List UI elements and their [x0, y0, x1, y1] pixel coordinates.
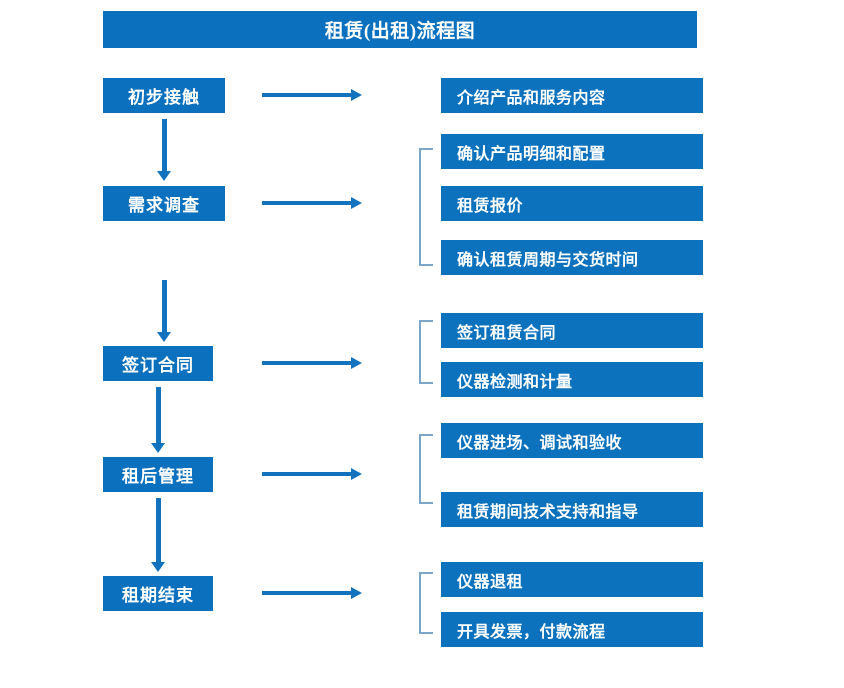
- stage-box-5[interactable]: 租期结束: [103, 576, 213, 611]
- detail-box-8[interactable]: 租赁期间技术支持和指导: [441, 492, 703, 527]
- detail-box-10[interactable]: 开具发票，付款流程: [441, 612, 703, 647]
- vertical-arrow-3-4: [151, 387, 165, 453]
- group-bracket-post-rental: [419, 434, 433, 504]
- diagram-title: 租赁(出租)流程图: [103, 11, 697, 48]
- detail-box-4[interactable]: 确认租赁周期与交货时间: [441, 240, 703, 275]
- detail-box-3[interactable]: 租赁报价: [441, 186, 703, 221]
- stage-box-3[interactable]: 签订合同: [103, 346, 213, 381]
- detail-box-6[interactable]: 仪器检测和计量: [441, 362, 703, 397]
- group-bracket-lease-end: [419, 572, 433, 634]
- vertical-arrow-4-5: [151, 498, 165, 572]
- detail-box-9[interactable]: 仪器退租: [441, 562, 703, 597]
- stage-box-1[interactable]: 初步接触: [103, 78, 225, 113]
- group-bracket-contract: [419, 320, 433, 384]
- stage-box-4[interactable]: 租后管理: [103, 457, 213, 492]
- horizontal-arrow-stage-2: [262, 197, 362, 209]
- horizontal-arrow-stage-5: [262, 587, 362, 599]
- vertical-arrow-2-3: [157, 280, 171, 342]
- stage-box-2[interactable]: 需求调查: [103, 186, 225, 221]
- detail-box-1[interactable]: 介绍产品和服务内容: [441, 78, 703, 113]
- horizontal-arrow-stage-4: [262, 468, 362, 480]
- vertical-arrow-1-2: [157, 119, 171, 181]
- detail-box-2[interactable]: 确认产品明细和配置: [441, 134, 703, 169]
- group-bracket-demand-survey: [419, 148, 433, 266]
- horizontal-arrow-stage-3: [262, 357, 362, 369]
- horizontal-arrow-stage-1: [262, 89, 362, 101]
- detail-box-5[interactable]: 签订租赁合同: [441, 313, 703, 348]
- detail-box-7[interactable]: 仪器进场、调试和验收: [441, 423, 703, 458]
